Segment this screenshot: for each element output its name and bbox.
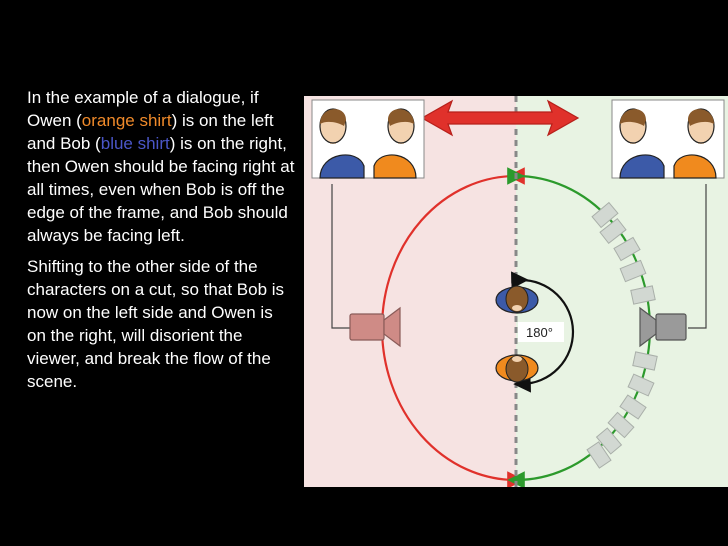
right-camera-connector: [688, 184, 707, 329]
orange-shirt-label: orange shirt: [81, 111, 172, 130]
paragraph-1-part-2: ) is on the left and Bob (: [27, 111, 274, 153]
bob-topdown-icon: [495, 285, 539, 314]
bob-person-icon: [373, 108, 417, 179]
owen-person-icon: [319, 108, 365, 179]
left-frame: [311, 99, 425, 179]
left-camera-connector: [331, 184, 350, 329]
angle-arc: [511, 271, 575, 393]
explanation-text: In the example of a dialogue, if Owen (o…: [27, 86, 295, 401]
angle-label-box: [518, 322, 564, 342]
paragraph-1-part-3: ) is on the right, then Owen should be f…: [27, 134, 295, 245]
paragraph-2: Shifting to the other side of the charac…: [27, 257, 285, 391]
ghost-cameras: [586, 201, 658, 469]
180-degree-rule-diagram: 180°: [304, 96, 728, 487]
left-camera-icon: [349, 306, 401, 348]
right-camera-icon: [639, 306, 687, 348]
double-arrow-icon: [420, 99, 580, 137]
owen-topdown-icon: [495, 354, 539, 383]
paragraph-1-part-1: In the example of a dialogue, if Owen (: [27, 88, 259, 130]
bob-person-icon-right-frame: [619, 108, 665, 179]
owen-person-icon-right-frame: [673, 108, 717, 179]
blue-shirt-label: blue shirt: [100, 134, 170, 153]
angle-label: 180°: [526, 325, 553, 340]
right-frame: [611, 99, 725, 179]
paragraph-1: In the example of a dialogue, if Owen (o…: [27, 86, 295, 247]
